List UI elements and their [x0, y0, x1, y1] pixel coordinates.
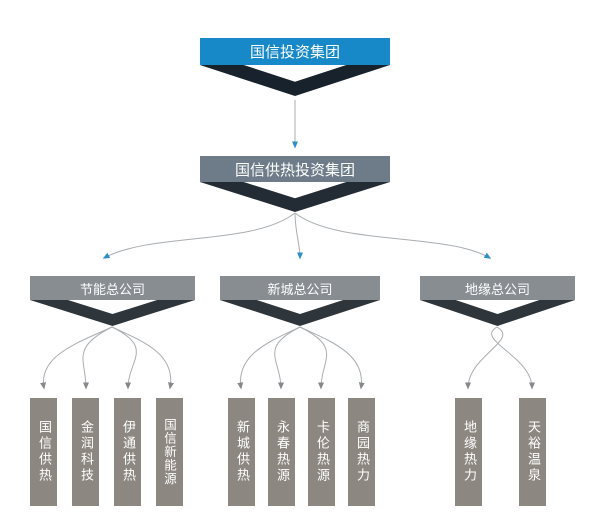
chevron-group3-icon [420, 300, 575, 326]
node-child-box: 商园热力 [348, 398, 375, 506]
node-child-label: 天裕温泉 [525, 420, 540, 484]
chevron-level2-icon [200, 182, 390, 212]
node-root-label: 国信投资集团 [249, 43, 340, 61]
node-child-box: 国信新能源 [156, 398, 183, 506]
node-child-label: 永春热源 [274, 420, 289, 484]
node-level2-label: 国信供热投资集团 [234, 160, 355, 179]
chevron-root-icon [200, 65, 390, 96]
node-group2-label: 新城总公司 [267, 282, 333, 298]
node-child-box: 伊通供热 [114, 398, 141, 506]
node-child-box: 新城供热 [228, 398, 255, 506]
node-group1-label: 节能总公司 [79, 282, 145, 298]
connector-group3-child2 [491, 326, 535, 390]
node-child-label: 卡伦热源 [314, 420, 329, 484]
node-child-label: 国信供热 [36, 420, 51, 484]
connector-group2-child4 [299, 326, 365, 390]
node-child-box: 金润科技 [72, 398, 99, 506]
node-group3-label: 地缘总公司 [464, 282, 530, 298]
node-root-banner: 国信投资集团 [200, 38, 390, 65]
chevron-group2-icon [220, 300, 380, 326]
connector-group2-child2 [274, 326, 301, 390]
connector-level2-to-group1 [102, 212, 296, 259]
node-level2-banner: 国信供热投资集团 [200, 156, 390, 182]
node-group1-banner: 节能总公司 [30, 276, 195, 300]
node-child-box: 天裕温泉 [519, 398, 546, 506]
node-child-label: 新城供热 [234, 420, 249, 484]
node-child-box: 地缘热力 [455, 398, 482, 506]
connector-group1-child2 [82, 326, 113, 390]
node-child-box: 卡伦热源 [308, 398, 335, 506]
node-child-box: 国信供热 [30, 398, 57, 506]
connector-group1-child1 [40, 326, 113, 390]
connector-group3-child1 [465, 326, 504, 390]
node-child-label: 地缘热力 [461, 420, 476, 484]
connector-group2-child3 [299, 326, 328, 390]
chevron-group1-icon [30, 300, 195, 326]
connector-group2-child1 [237, 326, 301, 390]
node-child-label: 伊通供热 [120, 420, 135, 484]
connector-level2-to-group2 [294, 212, 303, 260]
node-child-label: 国信新能源 [162, 418, 177, 486]
node-child-label: 金润科技 [78, 420, 93, 484]
node-group3-banner: 地缘总公司 [420, 276, 575, 300]
connector-group1-child4 [111, 326, 174, 390]
node-child-label: 商园热力 [354, 420, 369, 484]
node-group2-banner: 新城总公司 [220, 276, 380, 300]
connector-level2-to-group3 [294, 212, 492, 259]
connector-group1-child3 [111, 326, 137, 390]
node-child-box: 永春热源 [268, 398, 295, 506]
